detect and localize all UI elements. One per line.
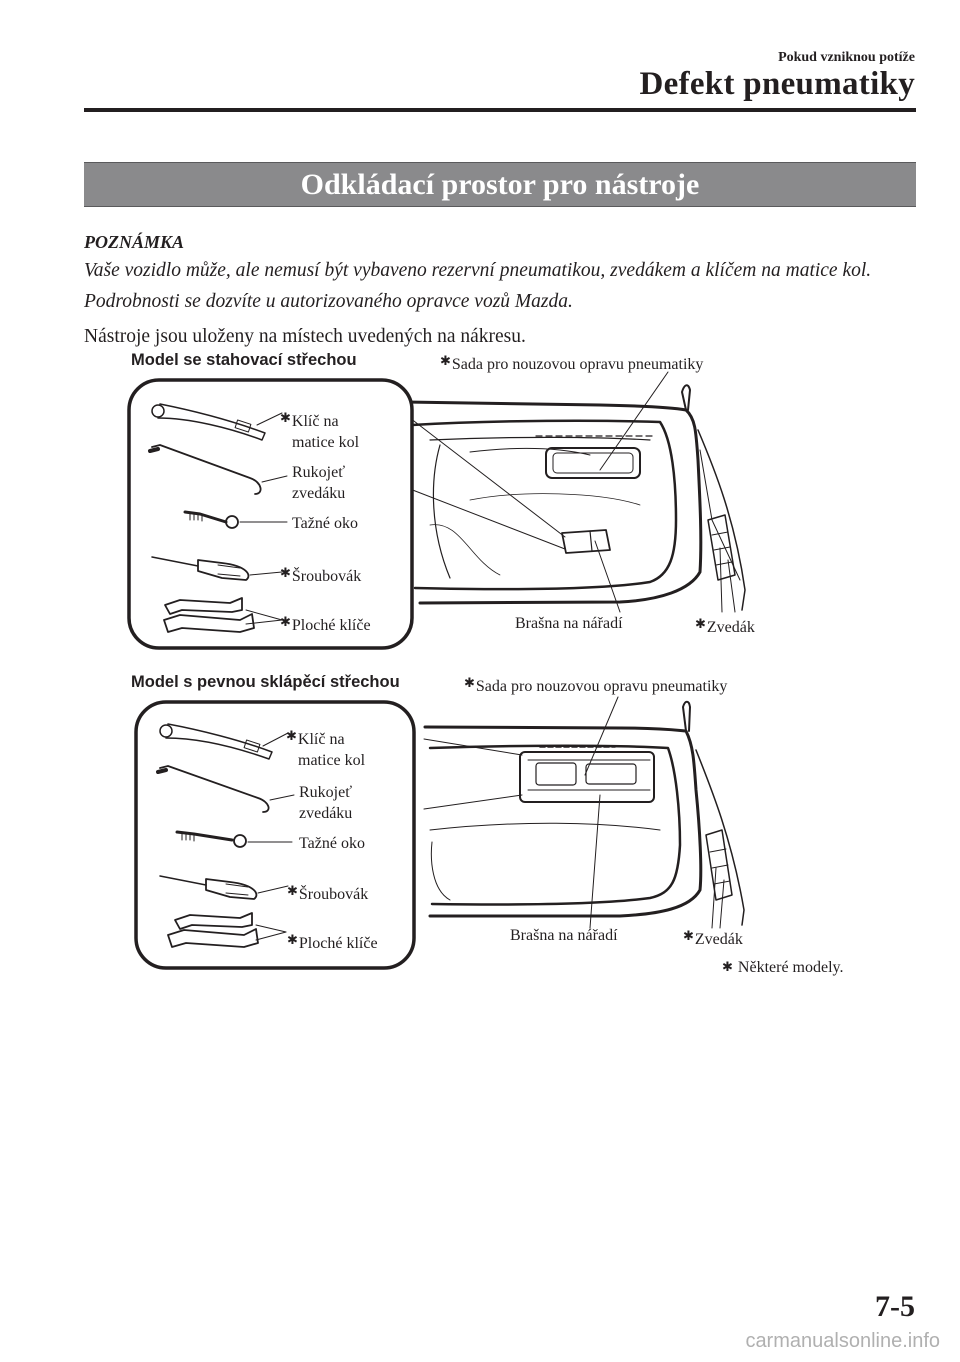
- model2-wrenches-text: Ploché klíče: [298, 935, 378, 952]
- footnote: ✱ Některé modely.: [722, 957, 844, 978]
- model2-jack-handle-text-2: zvedáku: [299, 805, 353, 822]
- model2-screwdriver-label: ✱Šroubovák: [287, 881, 368, 905]
- model1-trunk-drawing: [127, 371, 746, 650]
- model1-repair-kit-text: Sada pro nouzovou opravu pneumatiky: [451, 356, 704, 373]
- model1-screwdriver-label: ✱Šroubovák: [280, 563, 361, 587]
- model1-title: Model se stahovací střechou: [131, 351, 357, 369]
- section-subtitle: Pokud vzniknou potíže: [778, 50, 915, 65]
- asterisk-icon: ✱: [286, 728, 297, 743]
- asterisk-icon: ✱: [722, 959, 733, 974]
- model2-lug-wrench-text-2: matice kol: [298, 752, 366, 769]
- model2-jack-label: ✱Zvedák: [683, 926, 743, 950]
- model1-lug-wrench-label: ✱Klíč na matice kol: [280, 407, 359, 453]
- model2-jack-handle-label: Rukojeť zvedáku: [299, 782, 352, 824]
- header-rule: [84, 108, 916, 112]
- model1-tow-eye-label: Tažné oko: [292, 515, 358, 532]
- model1-lug-wrench-text-1: Klíč na: [291, 413, 339, 430]
- model2-repair-kit-label: ✱Sada pro nouzovou opravu pneumatiky: [464, 673, 727, 697]
- watermark: carmanualsonline.info: [745, 1330, 940, 1352]
- model1-wrenches-text: Ploché klíče: [291, 617, 371, 634]
- model1-jack-handle-text-2: zvedáku: [292, 485, 346, 502]
- asterisk-icon: ✱: [695, 616, 706, 631]
- footnote-text: Některé modely.: [737, 959, 844, 976]
- model2-wrenches-label: ✱Ploché klíče: [287, 930, 378, 954]
- asterisk-icon: ✱: [280, 410, 291, 425]
- asterisk-icon: ✱: [280, 565, 291, 580]
- model1-jack-handle-text-1: Rukojeť: [292, 464, 346, 481]
- note-text: Vaše vozidlo může, ale nemusí být vybave…: [84, 260, 872, 312]
- model2-tool-bag-label: Brašna na nářadí: [510, 927, 618, 944]
- asterisk-icon: ✱: [280, 614, 291, 629]
- model1-wrenches-label: ✱Ploché klíče: [280, 612, 371, 636]
- model1-jack-text: Zvedák: [706, 619, 755, 636]
- model2-lug-wrench-text-1: Klíč na: [297, 731, 345, 748]
- asterisk-icon: ✱: [464, 675, 475, 690]
- page-title: Odkládací prostor pro nástroje: [84, 162, 916, 207]
- model1-jack-handle-label: Rukojeť zvedáku: [292, 462, 345, 504]
- model2-repair-kit-text: Sada pro nouzovou opravu pneumatiky: [475, 678, 728, 695]
- model2-lug-wrench-label: ✱Klíč na matice kol: [286, 725, 365, 771]
- asterisk-icon: ✱: [287, 883, 298, 898]
- model2-screwdriver-text: Šroubovák: [298, 886, 369, 903]
- model1-lug-wrench-text-2: matice kol: [292, 434, 360, 451]
- asterisk-icon: ✱: [287, 932, 298, 947]
- section-title: Defekt pneumatiky: [639, 66, 915, 102]
- asterisk-icon: ✱: [683, 928, 694, 943]
- note-heading: POZNÁMKA: [84, 232, 185, 252]
- model1-repair-kit-label: ✱Sada pro nouzovou opravu pneumatiky: [440, 351, 703, 375]
- model2-trunk-drawing: [134, 696, 745, 970]
- model1-screwdriver-text: Šroubovák: [291, 568, 362, 585]
- model2-title: Model s pevnou sklápěcí střechou: [131, 673, 400, 691]
- asterisk-icon: ✱: [440, 353, 451, 368]
- model2-tow-eye-label: Tažné oko: [299, 835, 365, 852]
- model2-jack-handle-text-1: Rukojeť: [299, 784, 353, 801]
- page-number: 7-5: [875, 1290, 915, 1323]
- intro-text: Nástroje jsou uloženy na místech uvedený…: [84, 326, 526, 347]
- model1-tool-bag-label: Brašna na nářadí: [515, 615, 623, 632]
- model2-jack-text: Zvedák: [694, 931, 743, 948]
- model1-jack-label: ✱Zvedák: [695, 614, 755, 638]
